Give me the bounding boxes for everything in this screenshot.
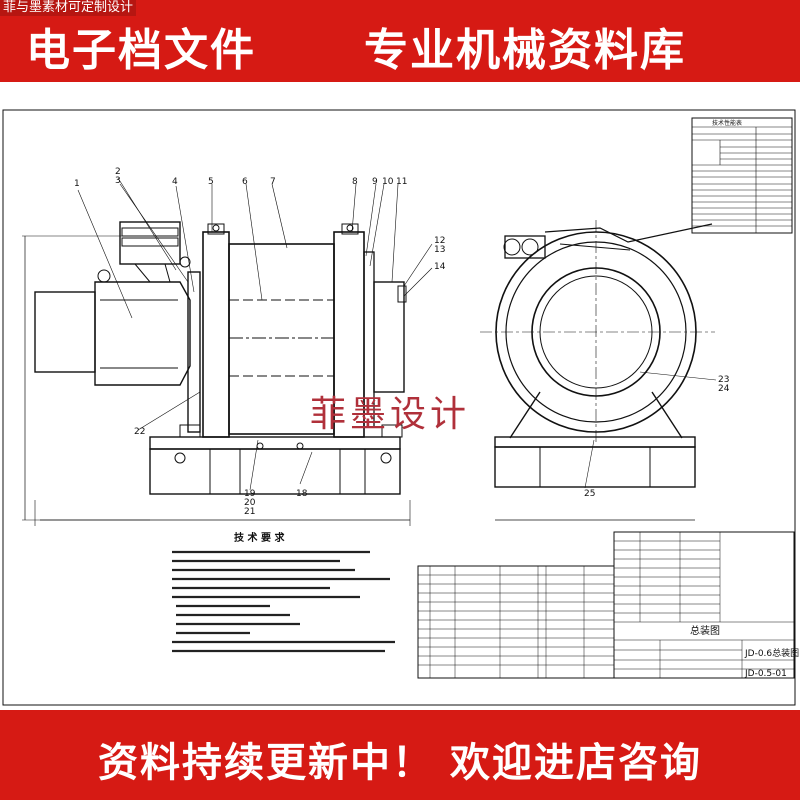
title-block — [613, 531, 795, 679]
spec-table — [691, 117, 793, 234]
tech-requirements-lines — [172, 550, 395, 653]
part-3: 3 — [115, 176, 121, 186]
part-20: 20 — [244, 498, 256, 508]
motor-end — [34, 291, 96, 373]
spec-table-title: 技术性能表 — [712, 119, 742, 127]
part-14: 14 — [434, 262, 446, 272]
part-number-labels: 1 2 3 4 5 6 7 8 9 10 11 12 13 14 19 20 2… — [74, 167, 730, 517]
part-9: 9 — [372, 177, 378, 187]
part-6: 6 — [242, 177, 248, 187]
part-25: 25 — [584, 489, 595, 499]
part-23: 23 — [718, 375, 729, 385]
gland — [97, 269, 111, 283]
base-frame — [149, 448, 401, 495]
part-19: 19 — [244, 489, 256, 499]
drawing-title: JD-0.6总装图 — [744, 647, 799, 659]
part-22: 22 — [134, 427, 145, 437]
motor-body — [94, 281, 191, 386]
banner-title-right: 专业机械资料库 — [364, 25, 686, 76]
part-12: 12 — [434, 236, 445, 246]
drawing-number: JD-0.5-01 — [744, 669, 787, 679]
tech-requirements-title: 技 术 要 求 — [234, 531, 285, 544]
terminal-box — [119, 221, 181, 265]
part-4: 4 — [172, 177, 178, 187]
part-24: 24 — [718, 384, 730, 394]
part-1: 1 — [74, 179, 80, 189]
gear-housing — [373, 281, 405, 393]
part-5: 5 — [208, 177, 214, 187]
part-11: 11 — [396, 177, 407, 187]
top-banner — [0, 0, 800, 82]
part-13: 13 — [434, 245, 445, 255]
bottom-banner-title: 资料持续更新中！ 欢迎进店咨询 — [98, 740, 702, 786]
bottom-banner — [0, 710, 800, 800]
drawing-frame — [2, 109, 796, 706]
banner-title-left: 电子档文件 — [26, 25, 256, 76]
base-top — [149, 436, 401, 450]
engineering-drawing: 1 2 3 4 5 6 7 8 9 10 11 12 13 14 19 20 2… — [2, 109, 799, 706]
drawing-name: 总装图 — [690, 624, 720, 637]
shop-tag: 菲与墨素材可定制设计 — [0, 0, 137, 16]
parts-list — [417, 565, 615, 679]
watermark-text: 菲墨设计 — [310, 394, 471, 435]
side-base — [494, 446, 696, 488]
part-2: 2 — [115, 167, 121, 177]
part-10: 10 — [382, 177, 394, 187]
part-21: 21 — [244, 507, 255, 517]
part-8: 8 — [352, 177, 358, 187]
left-side-plate — [202, 231, 230, 438]
part-18: 18 — [296, 489, 308, 499]
part-7: 7 — [270, 177, 276, 187]
